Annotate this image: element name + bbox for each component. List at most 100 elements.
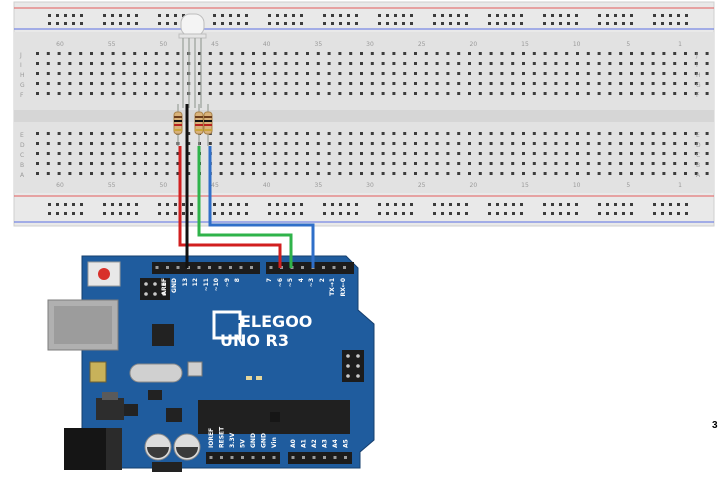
rail-hole (56, 203, 59, 206)
breadboard-hole (370, 72, 374, 75)
rail-hole (174, 22, 177, 25)
breadboard-hole (360, 92, 363, 95)
breadboard-hole (208, 72, 212, 75)
rail-hole (284, 14, 287, 17)
rail-hole (410, 22, 413, 25)
breadboard-hole (36, 152, 39, 155)
rail-hole (630, 203, 633, 206)
breadboard-hole (543, 142, 547, 145)
breadboard-hole (133, 92, 137, 95)
rail-hole (504, 212, 507, 215)
breadboard-hole (100, 162, 104, 165)
column-number: 60 (56, 41, 64, 48)
breadboard-hole (381, 132, 385, 135)
breadboard-hole (673, 72, 677, 75)
breadboard-hole (100, 172, 104, 175)
rail-hole (127, 14, 130, 17)
breadboard-hole (511, 52, 515, 55)
breadboard-hole (316, 162, 320, 165)
rail-hole (677, 22, 680, 25)
breadboard-hole (457, 72, 461, 75)
rail-hole (433, 203, 436, 206)
breadboard-hole (694, 172, 698, 175)
breadboard-hole (241, 152, 245, 155)
rail-hole (449, 22, 452, 25)
breadboard-hole (532, 162, 536, 165)
breadboard-hole (500, 62, 504, 65)
breadboard-hole (144, 172, 147, 175)
rail-hole (543, 212, 546, 215)
breadboard-hole (468, 92, 471, 95)
rail-hole (331, 203, 334, 206)
row-letter: D (696, 142, 701, 149)
rail-hole (56, 22, 59, 25)
breadboard-hole (316, 92, 320, 95)
column-number: 15 (521, 41, 529, 48)
rail-hole (512, 212, 515, 215)
rail-hole (347, 203, 350, 206)
rail-hole (622, 14, 625, 17)
power-analog-pin-label: A1 (301, 439, 308, 448)
header-pin (323, 456, 326, 459)
rail-hole (543, 14, 546, 17)
breadboard-hole (651, 132, 655, 135)
rail-hole (64, 14, 67, 17)
breadboard-hole (673, 62, 677, 65)
breadboard-hole (403, 72, 407, 75)
rail-hole (182, 212, 185, 215)
breadboard-hole (576, 132, 579, 135)
breadboard-hole (327, 92, 331, 95)
rail-hole (64, 212, 67, 215)
breadboard-hole (252, 142, 255, 145)
breadboard-hole (306, 132, 309, 135)
breadboard-hole (154, 162, 158, 165)
breadboard-hole (478, 132, 482, 135)
rail-hole (661, 22, 664, 25)
breadboard-hole (241, 62, 245, 65)
breadboard-hole (640, 62, 644, 65)
breadboard-hole (478, 72, 482, 75)
rail-hole (276, 14, 279, 17)
breadboard-hole (651, 52, 655, 55)
resistor-blue-channel (203, 104, 213, 146)
breadboard-hole (252, 62, 255, 65)
breadboard-hole (316, 142, 320, 145)
breadboard-hole (36, 62, 39, 65)
breadboard-hole (597, 72, 601, 75)
breadboard-hole (176, 82, 180, 85)
rail-hole (48, 212, 51, 215)
breadboard-hole (392, 132, 396, 135)
breadboard-hole (284, 172, 288, 175)
header-pin (155, 266, 159, 269)
rail-hole (268, 212, 271, 215)
breadboard-hole (349, 82, 353, 85)
breadboard-hole (478, 62, 482, 65)
breadboard-hole (435, 52, 439, 55)
breadboard-hole (100, 62, 104, 65)
row-letter: D (20, 142, 25, 149)
breadboard-hole (586, 142, 590, 145)
breadboard-hole (133, 162, 137, 165)
header-pin (251, 456, 255, 459)
digital-pin-label: 2 (319, 278, 326, 282)
rail-hole (520, 14, 523, 17)
breadboard-hole (511, 172, 515, 175)
breadboard-hole (122, 172, 126, 175)
breadboard-hole (381, 72, 385, 75)
rail-hole (323, 22, 326, 25)
column-number: 15 (521, 182, 529, 189)
breadboard-hole (122, 152, 126, 155)
breadboard-hole (273, 132, 277, 135)
breadboard-hole (597, 152, 601, 155)
breadboard-hole (68, 132, 72, 135)
model-text: UNO R3 (220, 331, 289, 350)
breadboard-hole (79, 82, 83, 85)
rail-hole (457, 14, 460, 17)
rail-hole (213, 212, 216, 215)
breadboard-hole (46, 92, 50, 95)
reset-button-cap[interactable] (98, 268, 110, 280)
wires (178, 104, 315, 268)
rail-hole (394, 22, 397, 25)
rail-hole (559, 203, 562, 206)
